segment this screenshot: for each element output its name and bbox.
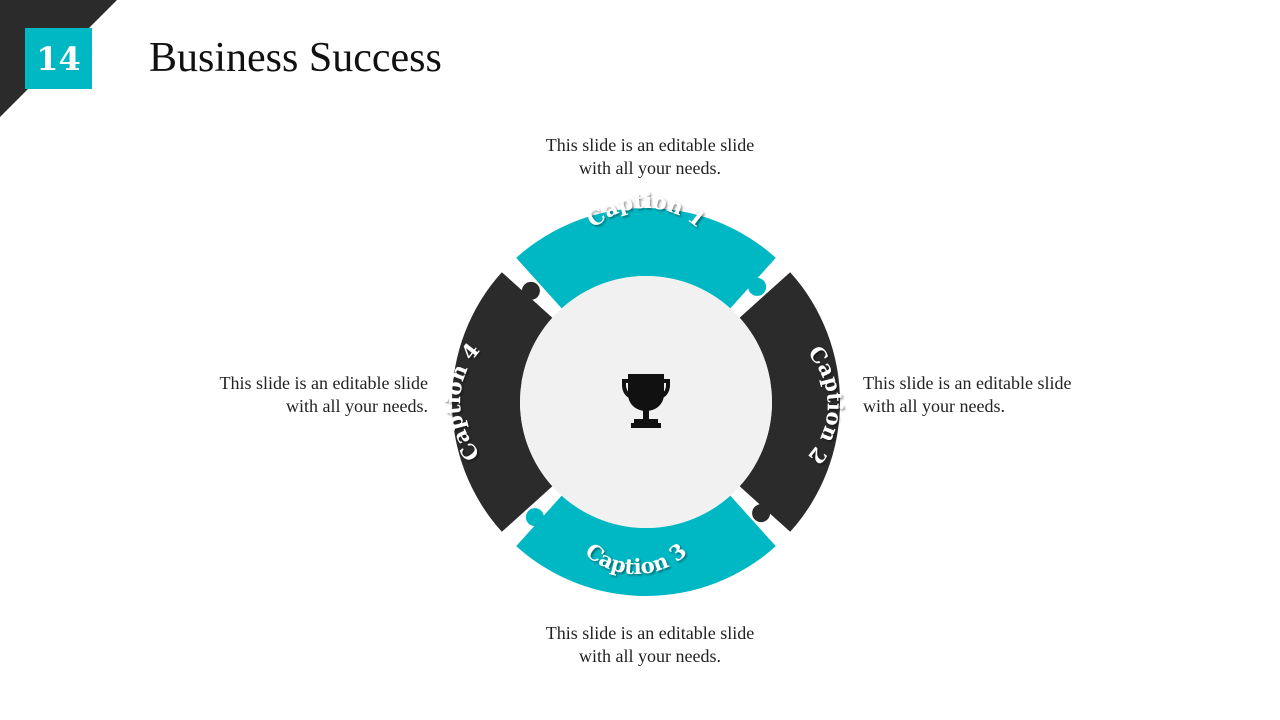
puzzle-knob-1 bbox=[748, 277, 767, 296]
description-left-line1: This slide is an editable slide bbox=[219, 373, 428, 393]
description-top-line2: with all your needs. bbox=[579, 158, 721, 178]
description-bottom-line1: This slide is an editable slide bbox=[545, 623, 755, 643]
slide-number-badge: 14 bbox=[25, 28, 92, 89]
puzzle-knob-2 bbox=[752, 504, 771, 523]
description-right-line1: This slide is an editable slide bbox=[863, 373, 1072, 393]
description-right-line2: with all your needs. bbox=[863, 396, 1005, 416]
description-right: This slide is an editable slide with all… bbox=[863, 372, 1123, 418]
description-left-line2: with all your needs. bbox=[286, 396, 428, 416]
trophy-icon bbox=[622, 374, 670, 428]
ring-segment-3 bbox=[516, 495, 776, 596]
description-bottom: This slide is an editable slide with all… bbox=[520, 622, 780, 668]
description-bottom-line2: with all your needs. bbox=[579, 646, 721, 666]
slide-number: 14 bbox=[36, 39, 81, 78]
description-left: This slide is an editable slide with all… bbox=[168, 372, 428, 418]
description-top: This slide is an editable slide with all… bbox=[520, 134, 780, 180]
puzzle-knob-3 bbox=[525, 508, 544, 527]
ring-segments bbox=[451, 207, 841, 596]
ring-segment-1 bbox=[516, 207, 776, 309]
ring-segment-4 bbox=[451, 272, 553, 532]
ring-segment-2 bbox=[739, 272, 841, 532]
description-top-line1: This slide is an editable slide bbox=[545, 135, 755, 155]
puzzle-knob-4 bbox=[521, 281, 540, 300]
page-title: Business Success bbox=[149, 35, 442, 81]
